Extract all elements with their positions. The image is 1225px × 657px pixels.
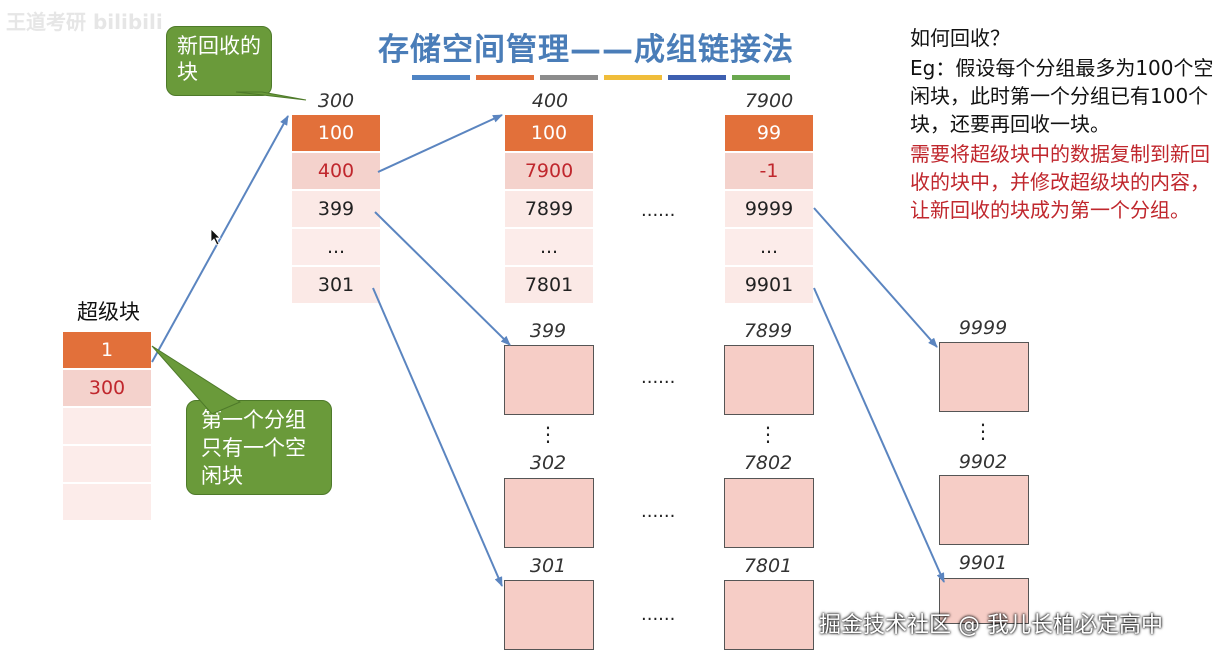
block-label: 7899 bbox=[743, 320, 793, 342]
block-label: 7802 bbox=[743, 452, 793, 474]
block-label: 9901 bbox=[958, 552, 1008, 574]
group-7900-entry: ... bbox=[725, 229, 813, 265]
group-300-next: 400 bbox=[292, 153, 380, 189]
arrow-400-to-7900 bbox=[595, 115, 720, 172]
group-300-count: 100 bbox=[292, 115, 380, 151]
group-7900-count: 99 bbox=[725, 115, 813, 151]
callout-pointer bbox=[151, 345, 242, 415]
ellipsis: ...... bbox=[641, 604, 676, 625]
free-block bbox=[504, 345, 594, 415]
bilibili-logo: 王道考研 bilibili bbox=[6, 10, 163, 34]
block-label: 9902 bbox=[958, 451, 1008, 473]
superblock-cell-count: 1 bbox=[63, 332, 151, 368]
group-300-entry: 399 bbox=[292, 191, 380, 227]
group-7900-address: 7900 bbox=[744, 90, 794, 112]
group-400-address: 400 bbox=[531, 90, 569, 112]
ellipsis: ...... bbox=[641, 501, 676, 522]
arrow-7900-to-9901 bbox=[813, 287, 945, 583]
superblock-cell-empty bbox=[63, 408, 151, 444]
superblock-cell-empty bbox=[63, 446, 151, 482]
group-400-entry: 7899 bbox=[505, 191, 593, 227]
arrow-superblock-to-300 bbox=[151, 115, 289, 363]
question-text: 如何回收？ bbox=[910, 26, 1010, 50]
callout-pointer bbox=[235, 91, 307, 101]
mouse-cursor-icon bbox=[210, 228, 221, 246]
free-block bbox=[939, 342, 1029, 412]
block-label: 7801 bbox=[743, 555, 793, 577]
color-bar-segment bbox=[668, 75, 726, 80]
free-block bbox=[724, 345, 814, 415]
color-bar-segment bbox=[604, 75, 662, 80]
color-bar-segment bbox=[732, 75, 790, 80]
vertical-ellipsis: ⋮ bbox=[758, 422, 778, 446]
block-label: 301 bbox=[529, 555, 567, 577]
answer-text: 需要将超级块中的数据复制到新回收的块中，并修改超级块的内容，让新回收的块成为第一… bbox=[910, 142, 1210, 222]
group-7900-next: -1 bbox=[725, 153, 813, 189]
group-300-entry: ... bbox=[292, 229, 380, 265]
callout-first-group: 第一个分组只有一个空闲块 bbox=[186, 400, 332, 495]
color-bar-segment bbox=[412, 75, 470, 80]
free-block bbox=[724, 580, 814, 650]
superblock-cell-next: 300 bbox=[63, 370, 151, 406]
group-400-count: 100 bbox=[505, 115, 593, 151]
superblock-cell-empty bbox=[63, 484, 151, 520]
superblock-label: 超级块 bbox=[77, 300, 140, 324]
arrow-7900-to-9999 bbox=[813, 207, 938, 348]
group-400-entry: 7801 bbox=[505, 267, 593, 303]
arrow-300-to-301 bbox=[372, 287, 503, 587]
group-400-next: 7900 bbox=[505, 153, 593, 189]
free-block bbox=[939, 475, 1029, 545]
group-300-address: 300 bbox=[317, 90, 355, 112]
free-block bbox=[724, 478, 814, 548]
vertical-ellipsis: ⋮ bbox=[973, 419, 993, 443]
free-block bbox=[939, 578, 1029, 624]
group-400-entry: ... bbox=[505, 229, 593, 265]
group-7900-entry: 9901 bbox=[725, 267, 813, 303]
ellipsis: ...... bbox=[641, 367, 676, 388]
color-bar-segment bbox=[476, 75, 534, 80]
block-label: 399 bbox=[529, 320, 567, 342]
example-text: Eg：假设每个分组最多为100个空闲块，此时第一个分组已有100个块，还要再回收… bbox=[910, 56, 1214, 136]
watermark: 掘金技术社区 @ 我儿长柏必定高中 bbox=[819, 613, 1163, 638]
color-bar-segment bbox=[540, 75, 598, 80]
free-block bbox=[504, 580, 594, 650]
ellipsis: ...... bbox=[641, 200, 676, 221]
callout-new-block: 新回收的块 bbox=[166, 26, 272, 96]
arrow-300-to-400 bbox=[377, 114, 503, 173]
block-label: 9999 bbox=[958, 317, 1008, 339]
arrow-300-to-399 bbox=[374, 211, 511, 346]
page-title: 存储空间管理——成组链接法 bbox=[378, 32, 794, 68]
group-7900-entry: 9999 bbox=[725, 191, 813, 227]
free-block bbox=[504, 478, 594, 548]
vertical-ellipsis: ⋮ bbox=[538, 422, 558, 446]
block-label: 302 bbox=[529, 452, 567, 474]
group-300-entry: 301 bbox=[292, 267, 380, 303]
